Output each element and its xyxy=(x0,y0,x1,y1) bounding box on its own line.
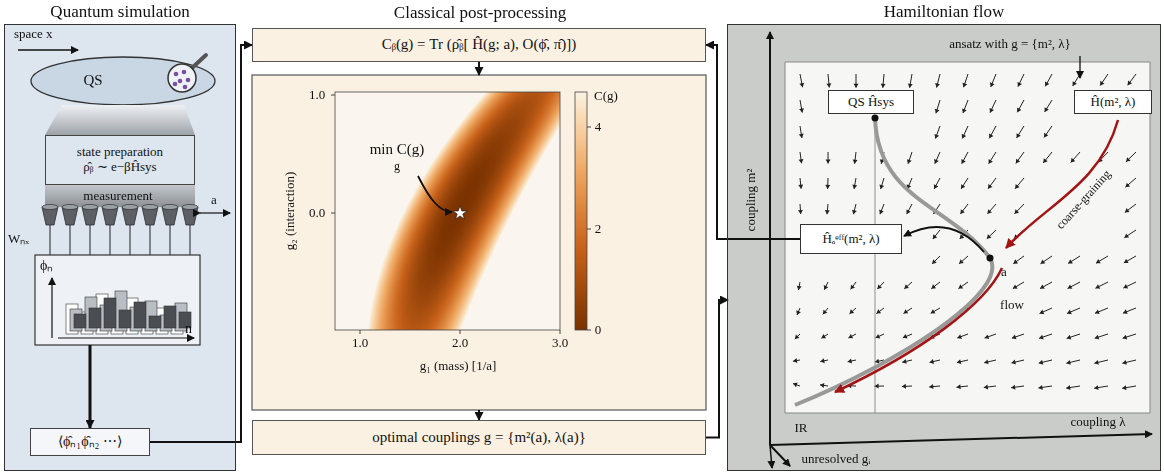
node-label: Hamiltonian flow xyxy=(884,2,1004,22)
node-text: Ĥ(m², λ) xyxy=(1091,95,1136,110)
tick-label: 1.0 xyxy=(309,88,325,103)
node-label: g₂ (interaction) xyxy=(283,172,298,251)
axis-label: coupling λ xyxy=(1070,415,1125,430)
descent-arrow xyxy=(418,176,452,212)
panel-fill xyxy=(5,25,235,470)
node-text: state preparation xyxy=(77,145,163,160)
spacing-arrow xyxy=(200,212,230,213)
connector xyxy=(706,300,728,438)
annotation: IR xyxy=(795,421,808,436)
annotation: a xyxy=(1001,265,1007,280)
annotation: ansatz with g = {m², λ} xyxy=(949,37,1071,52)
node-label: C(g) xyxy=(594,89,618,104)
annotation: g xyxy=(394,160,400,174)
tick-label: 1.0 xyxy=(352,336,368,351)
node-label: QS xyxy=(83,72,102,89)
scale-point xyxy=(987,255,994,262)
connector xyxy=(150,45,252,442)
node-text: Ĥₐᵉᶠᶠ(m², λ) xyxy=(822,232,879,247)
step-label: measurement xyxy=(83,189,152,204)
symbol-label: Wₙₓ xyxy=(8,232,29,247)
flow-arrow xyxy=(835,268,1002,392)
tick-label: 0.0 xyxy=(309,206,325,221)
axis-label: coupling m² xyxy=(744,169,759,232)
tick-label: 0 xyxy=(595,323,602,338)
node-text: optimal couplings g = {m²(a), λ(a)} xyxy=(372,429,586,446)
colorbar xyxy=(575,92,587,330)
node-label: Quantum simulation xyxy=(50,2,189,22)
node-label: n xyxy=(185,321,192,337)
node-label: g₁ (mass) [1/a] xyxy=(420,359,497,374)
tick-label: 3.0 xyxy=(552,336,568,351)
node-text: QS Ĥsys xyxy=(848,95,894,110)
tick-label: 2.0 xyxy=(452,336,468,351)
panel: Hamiltonian flowQS ĤsysĤ(m², λ)Ĥₐᵉᶠᶠ(m²,… xyxy=(728,25,1160,470)
correlator-box: ⟨ϕ̂ₙ₁ϕ̂ₙ₂ ⋯⟩ xyxy=(30,428,150,456)
panel-title: Classical post-processing xyxy=(394,3,566,23)
histogram: ϕₙ n xyxy=(35,255,200,345)
panel: Quantum simulationQSstate preparationρ̂ᵦ… xyxy=(5,25,235,470)
prep-band xyxy=(45,105,195,135)
spacing-label: a xyxy=(211,193,217,208)
n-axis xyxy=(58,337,194,338)
process-box: state preparationρ̂ᵦ ∼ e−βĤsys xyxy=(45,135,195,185)
hamiltonian-box: QS Ĥsys xyxy=(828,90,914,114)
axis-label: space x xyxy=(14,27,53,42)
qs-point xyxy=(872,115,879,122)
node-text: ⟨ϕ̂ₙ₁ϕ̂ₙ₂ ⋯⟩ xyxy=(58,434,122,450)
optimum-star xyxy=(453,206,467,219)
node-text: Cᵦ(g) = Tr (ρ̂ᵦ[ Ĥ(g; a), O(ϕ̂, π̂)]) xyxy=(382,36,577,53)
heatmap-box: C(g) g₂ (interaction) g₁ (mass) [1/a] xyxy=(252,75,706,410)
axis-label: unresolved gᵢ xyxy=(802,452,871,467)
phi-axis xyxy=(51,278,52,338)
histogram-bars xyxy=(66,291,191,334)
annotation: coarse-graining xyxy=(1054,168,1114,233)
unresolved-axis xyxy=(770,445,790,466)
space-arrow xyxy=(18,49,78,50)
colorbar-frame xyxy=(575,92,587,330)
lambda-axis xyxy=(770,434,1152,445)
result-box: optimal couplings g = {m²(a), λ(a)} xyxy=(252,420,706,455)
qs-ellipse xyxy=(31,57,215,105)
ansatz-pointer xyxy=(1079,56,1080,78)
ticks xyxy=(331,95,591,334)
unresolved-axis xyxy=(770,445,772,468)
magnifier xyxy=(168,55,206,92)
measure-band xyxy=(45,185,195,207)
hamiltonian-box: Ĥₐᵉᶠᶠ(m², λ) xyxy=(800,224,902,254)
connector xyxy=(478,62,480,75)
tick-label: 2 xyxy=(595,222,602,237)
annotation: min C(g) xyxy=(370,141,425,158)
detectors xyxy=(42,205,198,256)
annotation: flow xyxy=(1000,298,1024,313)
tick-label: 4 xyxy=(595,120,602,135)
plot-frame xyxy=(335,92,560,330)
effective-pointer xyxy=(904,227,984,252)
connector xyxy=(478,410,480,420)
cost-function-box: Cᵦ(g) = Tr (ρ̂ᵦ[ Ĥ(g; a), O(ϕ̂, π̂)]) xyxy=(252,28,706,62)
system-ellipse: QS xyxy=(31,57,151,105)
coarse-grain-arrow xyxy=(1006,120,1118,248)
ansatz-plane xyxy=(785,62,1150,413)
node-text: ρ̂ᵦ ∼ e−βĤsys xyxy=(83,160,156,175)
hamiltonian-box: Ĥ(m², λ) xyxy=(1074,90,1152,114)
node-label: ϕₙ xyxy=(40,258,53,274)
connector xyxy=(706,45,800,239)
histogram-frame xyxy=(35,255,200,345)
connector xyxy=(89,345,92,428)
panel-fill xyxy=(728,25,1160,470)
heatmap-panel xyxy=(252,75,706,410)
